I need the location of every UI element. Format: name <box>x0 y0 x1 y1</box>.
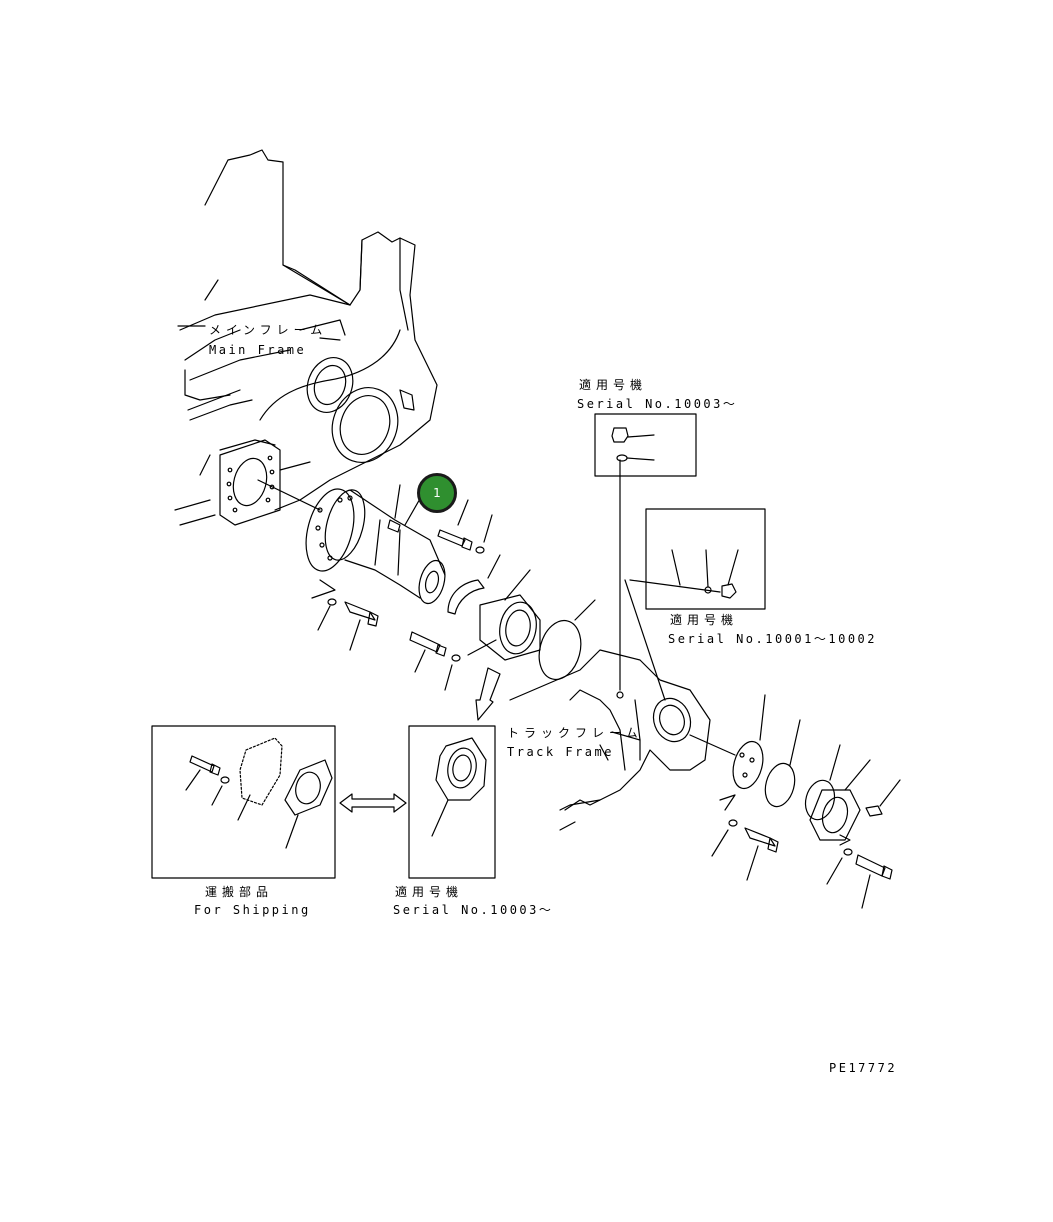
pivot-shaft <box>305 484 446 605</box>
shipping-label-en: For Shipping <box>194 903 311 917</box>
bushing-housing <box>479 569 596 681</box>
main-frame-label-en: Main Frame <box>209 343 307 357</box>
drawing-number: PE17772 <box>829 1061 898 1075</box>
shipping-parts <box>185 737 333 849</box>
double-arrow <box>339 793 407 813</box>
shipping-box <box>151 725 336 879</box>
bolt-group-left <box>311 499 493 651</box>
main-frame-label-jp: メインフレーム <box>209 323 328 337</box>
track-frame-label-en: Track Frame <box>507 745 614 759</box>
right-parts <box>711 694 901 909</box>
serial-box-b <box>645 508 766 610</box>
serial-b-label-en: Serial No.10001～10002 <box>668 632 877 646</box>
serial-c-label-jp: 適用号機 <box>395 885 464 899</box>
retainer-ring <box>447 554 501 615</box>
box-c-parts <box>431 737 487 837</box>
serial-box-c <box>408 725 496 879</box>
track-frame-label-jp: トラックフレーム <box>507 726 643 740</box>
callout-1[interactable]: 1 <box>417 473 457 513</box>
serial-a-label-jp: 適用号機 <box>579 378 648 392</box>
shipping-label-jp: 運搬部品 <box>205 885 274 899</box>
bolt-group-lower <box>409 631 501 721</box>
serial-c-label-en: Serial No.10003～ <box>393 903 554 917</box>
serial-box-a <box>594 413 697 477</box>
serial-a-label-en: Serial No.10003～ <box>577 397 738 411</box>
main-frame <box>174 149 438 526</box>
box-a-parts <box>611 427 655 462</box>
serial-b-label-jp: 適用号機 <box>670 613 739 627</box>
box-b-parts <box>629 549 739 599</box>
